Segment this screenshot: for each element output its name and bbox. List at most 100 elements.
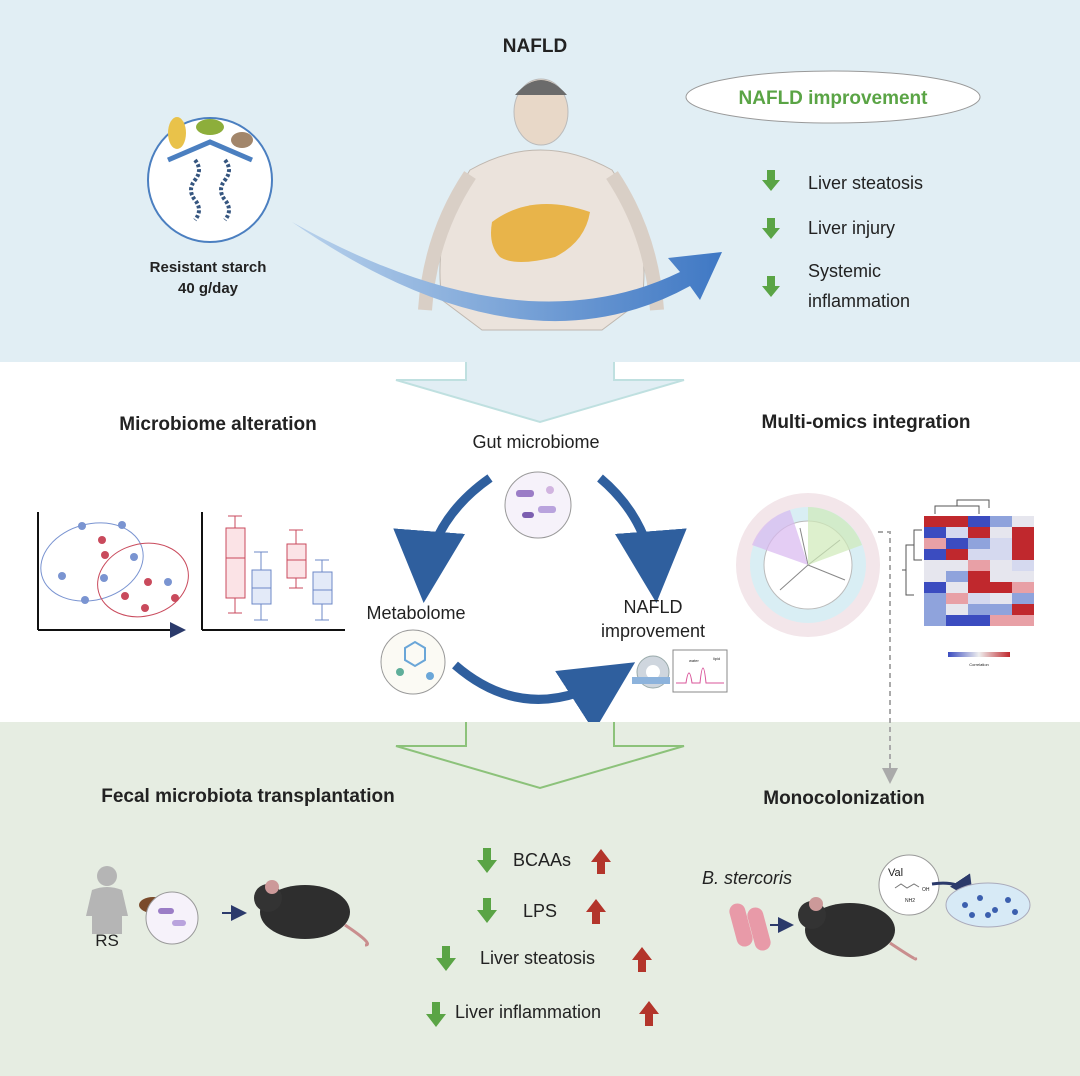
heatmap-cell — [968, 516, 990, 527]
result-label: Liver steatosis — [480, 948, 595, 968]
heatmap-cell — [968, 538, 990, 549]
heatmap-cell — [946, 604, 968, 615]
correlation-heatmap — [902, 499, 1034, 626]
heatmap-cell — [946, 549, 968, 560]
down-arrow-icon — [762, 276, 780, 297]
heatmap-cell — [990, 604, 1012, 615]
heatmap-cell — [968, 560, 990, 571]
up-arrow-icon — [632, 947, 652, 972]
cycle-arrow-left — [393, 474, 493, 603]
monocolonization-title: Monocolonization — [763, 788, 924, 809]
liver-icon — [491, 204, 590, 262]
heatmap-cell — [990, 560, 1012, 571]
heatmap-cell — [946, 560, 968, 571]
heatmap-cell — [968, 549, 990, 560]
heatmap-cell — [1012, 560, 1034, 571]
heatmap-cell — [990, 571, 1012, 582]
heatmap-legend-label: Correlation — [969, 662, 989, 667]
boxplot — [201, 512, 345, 631]
metabolome-label: Metabolome — [366, 603, 465, 623]
heatmap-cell — [968, 615, 990, 626]
heatmap-cell — [990, 538, 1012, 549]
multiomics-title: Multi-omics integration — [762, 412, 971, 433]
down-arrow-icon — [436, 946, 456, 971]
microbiome-circle-icon — [504, 471, 572, 539]
heatmap-cell — [1012, 582, 1034, 593]
microbiome-title: Microbiome alteration — [119, 414, 316, 435]
cycle-arrow-bottom — [452, 661, 636, 732]
heatmap-cell — [1012, 571, 1034, 582]
improvement-ellipse — [685, 70, 981, 124]
spectrum-label: water — [689, 658, 699, 663]
dashed-connector — [878, 531, 898, 784]
heatmap-cell — [924, 615, 946, 626]
heatmap-cell — [968, 593, 990, 604]
spectrum-label: lipid — [713, 656, 720, 661]
outcome-item: Liver injury — [808, 218, 895, 238]
result-label: LPS — [523, 901, 557, 921]
spectrum-chart: water lipid — [672, 649, 728, 693]
molecule-oh: OH — [922, 887, 930, 893]
flow-arrow-down — [395, 362, 685, 424]
down-arrow-icon — [426, 1002, 446, 1027]
starch-circle-icon — [147, 117, 273, 243]
metabolome-circle-icon — [380, 629, 446, 695]
heatmap-cell — [946, 538, 968, 549]
down-arrow-icon — [477, 848, 497, 873]
intervention-label: Resistant starch — [150, 259, 267, 276]
result-label: BCAAs — [513, 850, 571, 870]
molecule-label: Val — [888, 867, 903, 879]
heatmap-cell — [990, 516, 1012, 527]
heatmap-cell — [1012, 538, 1034, 549]
up-arrow-icon — [586, 899, 606, 924]
circular-tree-plot — [736, 493, 880, 637]
heatmap-cell — [968, 582, 990, 593]
heatmap-cell — [968, 571, 990, 582]
fmt-results: BCAAs LPS Liver steatosis Liver inflamma… — [426, 848, 659, 1027]
flow-arrow-down — [395, 722, 685, 790]
pcoa-plot — [37, 512, 197, 630]
molecule-nh2: NH2 — [905, 898, 915, 904]
heatmap-cell — [924, 560, 946, 571]
heatmap-cell — [990, 582, 1012, 593]
intervention-dose: 40 g/day — [178, 280, 239, 297]
heatmap-cell — [990, 615, 1012, 626]
donor-label: RS — [95, 931, 119, 950]
nafld-improvement-label: NAFLD — [623, 597, 682, 617]
petri-dish-icon — [945, 882, 1031, 928]
intervention-arrow — [292, 222, 722, 322]
heatmap-cell — [1012, 527, 1034, 538]
mri-scanner-icon — [632, 655, 670, 689]
heatmap-cell — [990, 593, 1012, 604]
mouse-icon — [254, 880, 369, 947]
heatmap-cell — [924, 538, 946, 549]
heatmap-cell — [968, 604, 990, 615]
heatmap-cell — [924, 593, 946, 604]
outcome-item: Liver steatosis — [808, 173, 923, 193]
heatmap-cell — [924, 527, 946, 538]
bacteria-icon — [729, 903, 771, 951]
heatmap-cell — [946, 516, 968, 527]
mouse-icon — [798, 897, 918, 961]
heatmap-cell — [1012, 549, 1034, 560]
heatmap-cell — [946, 527, 968, 538]
result-label: Liver inflammation — [455, 1002, 601, 1022]
heatmap-cell — [924, 516, 946, 527]
up-arrow-icon — [639, 1001, 659, 1026]
heatmap-cell — [924, 582, 946, 593]
down-arrow-icon — [477, 898, 497, 923]
heatmap-cell — [924, 604, 946, 615]
heatmap-cell — [924, 571, 946, 582]
heatmap-cell — [1012, 593, 1034, 604]
heatmap-legend-bar — [948, 652, 1010, 657]
down-arrow-icon — [762, 218, 780, 239]
heatmap-cell — [1012, 615, 1034, 626]
heatmap-cell — [968, 527, 990, 538]
up-arrow-icon — [591, 849, 611, 874]
outcome-item: Systemic — [808, 261, 881, 281]
outcome-item: inflammation — [808, 291, 910, 311]
heatmap-cell — [1012, 516, 1034, 527]
cycle-arrow-right — [597, 474, 687, 603]
gut-microbiome-label: Gut microbiome — [472, 432, 599, 452]
